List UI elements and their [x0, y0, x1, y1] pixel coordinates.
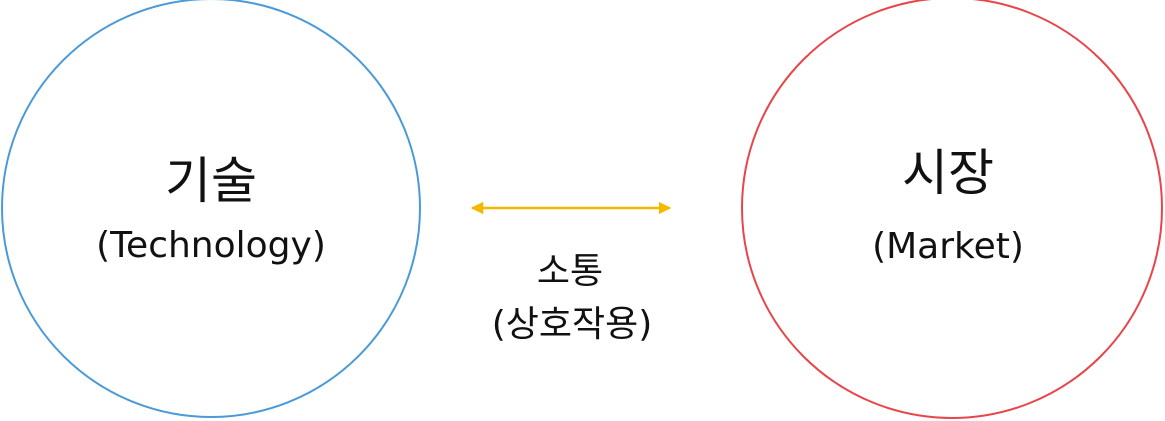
market-circle — [741, 0, 1163, 419]
edge-label-line2: (상호작용) — [492, 304, 653, 345]
technology-title: 기술 — [165, 152, 257, 210]
market-title: 시장 — [902, 144, 994, 202]
technology-circle — [1, 0, 421, 418]
technology-subtitle: (Technology) — [96, 225, 326, 266]
market-subtitle: (Market) — [872, 226, 1024, 267]
edge-label-line1: 소통 — [537, 251, 603, 292]
